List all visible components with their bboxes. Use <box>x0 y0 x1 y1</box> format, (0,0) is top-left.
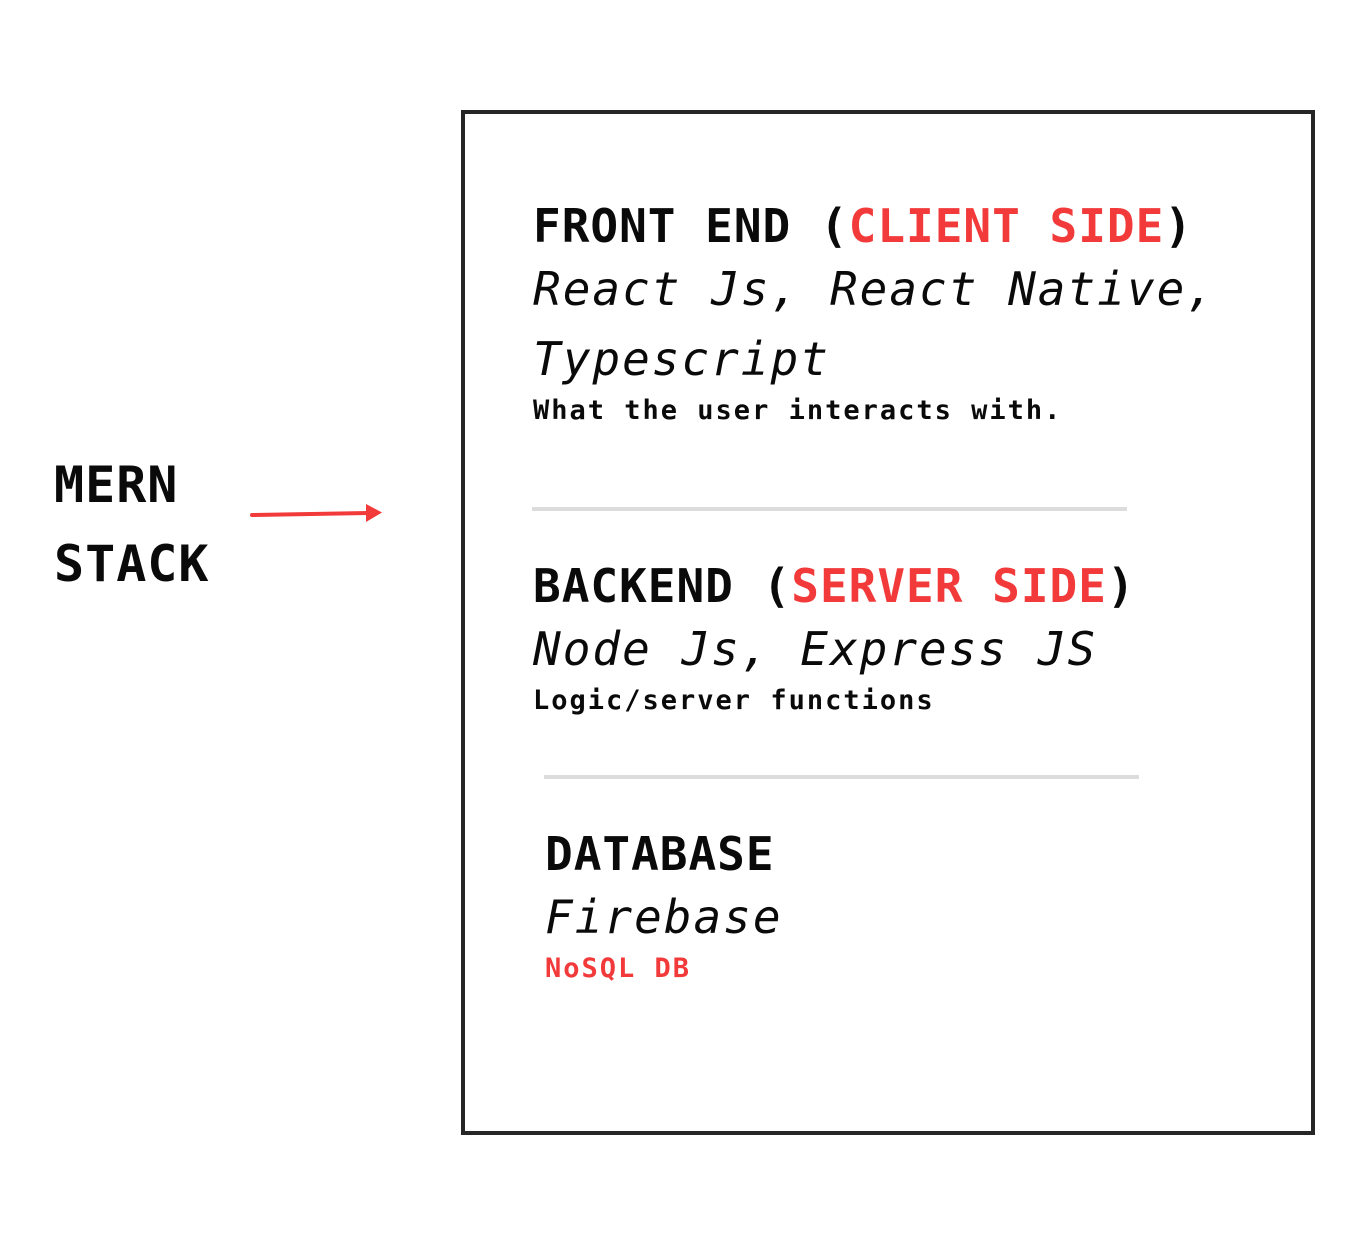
frontend-open-paren: ( <box>819 199 849 253</box>
frontend-tech-line1: React Js, React Native, <box>533 262 1216 316</box>
frontend-title-text: FRONT END <box>533 199 792 253</box>
frontend-tech-line2: Typescript <box>533 332 830 386</box>
mern-stack-label: MERN STACK <box>54 446 210 604</box>
frontend-section: FRONT END (CLIENT SIDE) React Js, React … <box>533 198 1216 428</box>
database-description: NoSQL DB <box>545 953 692 984</box>
backend-title: BACKEND (SERVER SIDE) <box>533 558 1136 614</box>
database-title: DATABASE <box>545 827 775 881</box>
frontend-title: FRONT END (CLIENT SIDE) <box>533 198 1216 254</box>
divider-frontend-backend <box>532 507 1127 511</box>
stack-box: FRONT END (CLIENT SIDE) React Js, React … <box>461 110 1315 1135</box>
backend-title-text: BACKEND <box>533 559 734 613</box>
database-tech: Firebase <box>545 890 783 944</box>
divider-backend-database <box>544 775 1139 779</box>
backend-open-paren: ( <box>762 559 792 613</box>
backend-accent: SERVER SIDE <box>791 559 1107 613</box>
backend-tech: Node Js, Express JS <box>533 622 1098 676</box>
frontend-accent: CLIENT SIDE <box>848 199 1165 253</box>
arrow-right-icon <box>250 504 382 522</box>
backend-section: BACKEND (SERVER SIDE) Node Js, Express J… <box>533 558 1136 718</box>
database-section: DATABASE Firebase NoSQL DB <box>545 826 783 986</box>
frontend-description: What the user interacts with. <box>533 395 1063 426</box>
backend-close-paren: ) <box>1106 559 1136 613</box>
mern-label-line1: MERN <box>54 456 179 514</box>
mern-label-line2: STACK <box>54 535 210 593</box>
backend-description: Logic/server functions <box>533 685 935 716</box>
frontend-close-paren: ) <box>1164 199 1193 253</box>
